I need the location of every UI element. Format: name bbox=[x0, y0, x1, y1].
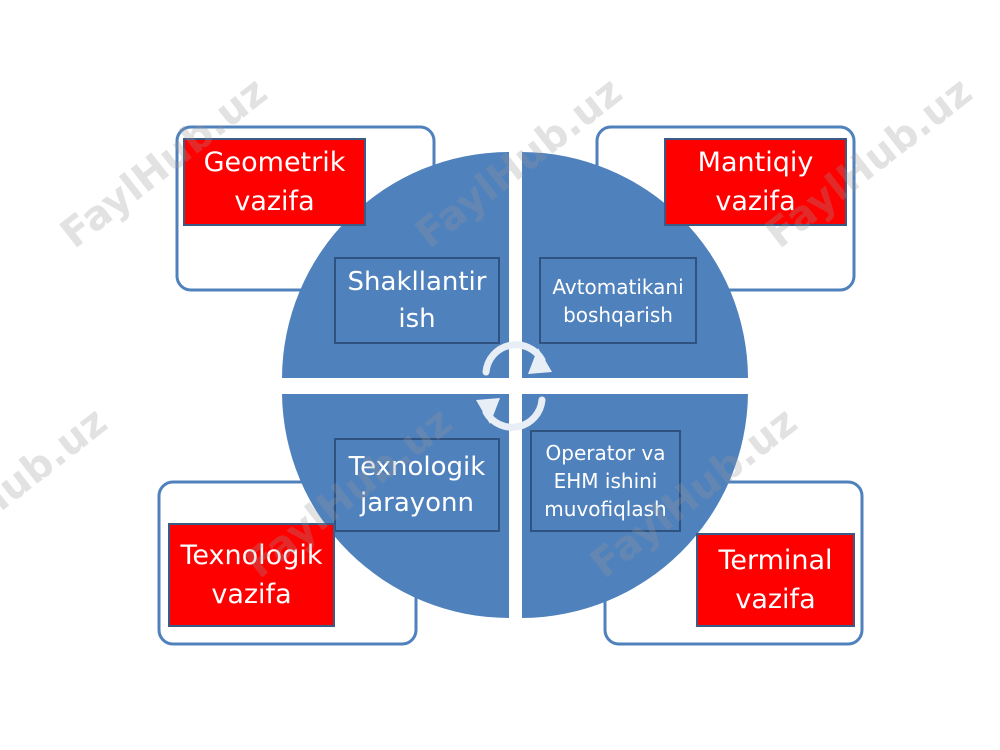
inner-box-bottom-right: Operator va EHM ishini muvofiqlash bbox=[530, 430, 681, 532]
red-box-geometrik: Geometrik vazifa bbox=[183, 138, 366, 226]
arrow-head-top bbox=[528, 348, 552, 374]
cycle-arrows-icon bbox=[482, 341, 546, 431]
inner-box-top-left: Shakllantir ish bbox=[334, 257, 500, 344]
red-box-texnologik: Texnologik vazifa bbox=[168, 523, 335, 627]
inner-box-bottom-left: Texnologik jarayonn bbox=[334, 438, 500, 532]
circle-quadrant-top-left bbox=[282, 152, 509, 378]
inner-box-top-right: Avtomatikani boshqarish bbox=[539, 257, 697, 344]
circle-quadrant-bottom-left bbox=[282, 394, 509, 618]
circle-quadrant-top-right bbox=[522, 152, 748, 378]
red-box-mantiqiy: Mantiqiy vazifa bbox=[664, 138, 847, 226]
arrow-head-bottom bbox=[476, 398, 500, 424]
red-box-terminal: Terminal vazifa bbox=[696, 533, 855, 627]
circle-quadrant-bottom-right bbox=[522, 394, 748, 618]
